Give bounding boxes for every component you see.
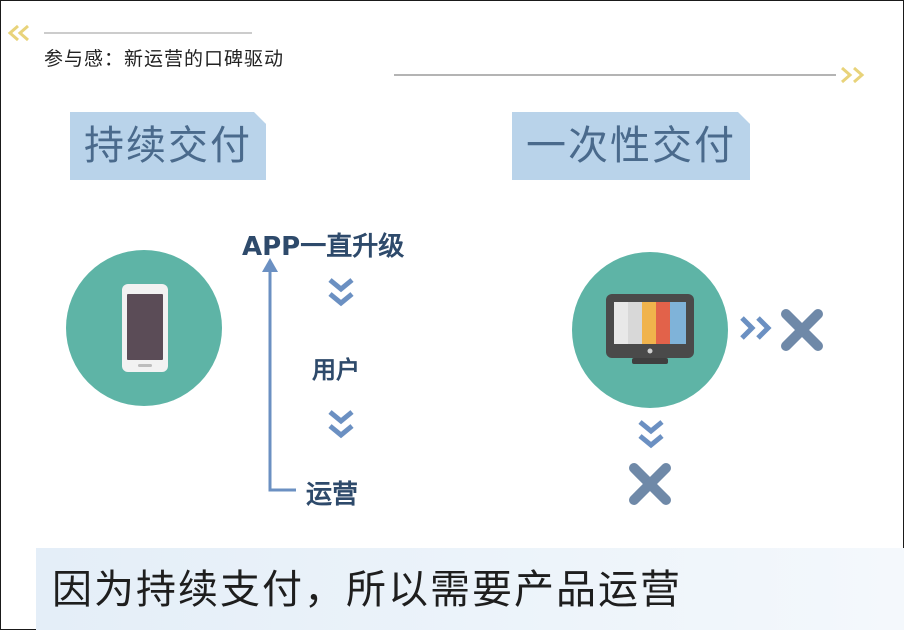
header-deco-right — [390, 62, 880, 88]
tv-circle — [572, 252, 728, 408]
flow-label-operation: 运营 — [306, 480, 359, 510]
badge-one-time-delivery: 一次性交付 — [512, 112, 750, 180]
phone-circle — [66, 250, 222, 406]
chevron-down-icon — [636, 418, 666, 452]
header-title: 参与感：新运营的口碑驱动 — [44, 48, 285, 70]
cross-icon — [780, 308, 824, 352]
up-arrow-icon — [258, 258, 298, 498]
flow-label-app-upgrade: APP一直升级 — [242, 232, 405, 262]
footer-conclusion: 因为持续支付，所以需要产品运营 — [52, 567, 682, 613]
chevron-right-icon — [738, 314, 778, 342]
phone-icon — [122, 284, 168, 372]
flow-label-user: 用户 — [312, 356, 360, 384]
badge-continuous-delivery: 持续交付 — [70, 112, 266, 180]
tv-icon — [606, 294, 694, 364]
footer-band — [36, 548, 904, 630]
cross-icon — [628, 462, 672, 506]
header-deco-left — [4, 22, 254, 46]
chevron-down-icon — [326, 276, 356, 310]
chevron-down-icon — [326, 408, 356, 442]
